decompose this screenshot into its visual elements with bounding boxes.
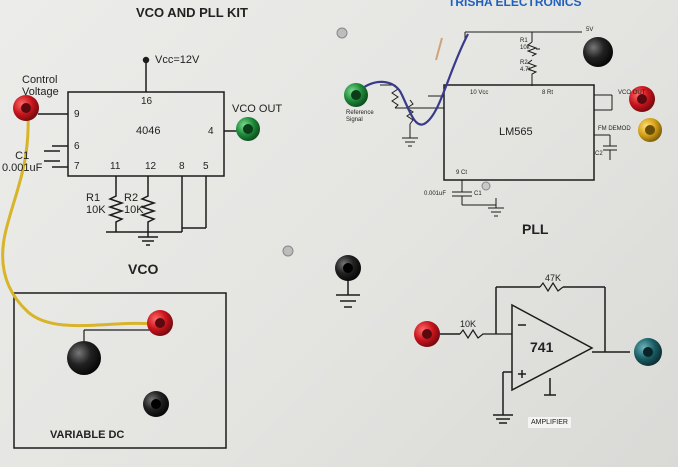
pll-vco-out-terminal[interactable]	[629, 86, 655, 112]
amplifier-output-terminal[interactable]	[634, 338, 662, 366]
r1-label: R1 10K	[86, 192, 106, 216]
pll-ct-pin-label: 9 Ct	[456, 170, 468, 176]
reference-signal-terminal[interactable]	[344, 83, 368, 107]
ic-lm565-body	[443, 84, 595, 181]
amplifier-label: AMPLIFIER	[528, 417, 571, 428]
pin-12: 12	[145, 161, 157, 172]
c1-label: C1 0.001uF	[2, 150, 43, 174]
ground-symbol	[336, 280, 360, 308]
pin-9: 9	[74, 109, 80, 120]
ic-4046-label: 4046	[136, 125, 161, 137]
ground-terminal[interactable]	[335, 255, 361, 281]
screw	[481, 181, 491, 191]
pin-4: 4	[208, 126, 214, 137]
pll-title: PLL	[522, 221, 549, 237]
vco-out-terminal[interactable]	[236, 117, 260, 141]
pll-c2-label: C2	[595, 151, 603, 157]
vco-title: VCO	[128, 261, 159, 277]
pll-c1-label: C1	[474, 191, 482, 197]
variable-dc-label: VARIABLE DC	[50, 429, 125, 441]
pll-supply-label: 5V	[586, 27, 594, 33]
pll-rt-pin-label: 8 Rt	[542, 90, 554, 96]
control-voltage-label: Control Voltage	[22, 74, 59, 98]
blue-wire	[357, 33, 469, 126]
variable-dc-box	[13, 292, 227, 449]
kit-title: VCO AND PLL KIT	[136, 5, 248, 20]
pin-7: 7	[74, 161, 80, 172]
pll-r2-label: R2 4.7k	[520, 60, 532, 73]
screw	[282, 245, 294, 257]
amplifier-section	[440, 281, 630, 424]
opamp-741-label: 741	[530, 339, 554, 355]
variable-dc-knob[interactable]	[67, 341, 101, 375]
amplifier-input-terminal[interactable]	[414, 321, 440, 347]
screw	[336, 27, 348, 39]
pll-vcc-pin-label: 10 Vcc	[470, 90, 489, 96]
pll-cap-value: 0.001uF	[424, 191, 447, 197]
variable-dc-output-terminal[interactable]	[147, 310, 173, 336]
reference-signal-label: Reference Signal	[346, 110, 374, 123]
yellow-wire	[1, 111, 156, 328]
fm-demod-label: FM DEMOD	[598, 126, 631, 132]
pin-5: 5	[203, 161, 209, 172]
r2-label: R2 10K	[124, 192, 144, 216]
pin-8: 8	[179, 161, 185, 172]
vcc-label: Vcc=12V	[155, 54, 200, 66]
brand-label: TRISHA ELECTRONICS	[448, 0, 582, 9]
op-amp-741	[511, 303, 594, 392]
component-lead	[435, 37, 443, 61]
pin-6: 6	[74, 141, 80, 152]
input-resistor-label: 10K	[460, 319, 477, 329]
vco-section	[38, 56, 238, 246]
fm-demod-terminal[interactable]	[638, 118, 662, 142]
pin-11: 11	[110, 161, 121, 172]
pll-vco-out-label: VCO OUT	[618, 90, 646, 96]
vco-out-label: VCO OUT	[232, 103, 283, 115]
pll-section	[380, 31, 617, 217]
control-voltage-terminal[interactable]	[13, 95, 39, 121]
feedback-resistor-label: 47K	[545, 273, 562, 283]
lm565-label: LM565	[499, 126, 533, 138]
pll-r1-label: R1 10k	[520, 38, 530, 51]
variable-dc-ground-terminal[interactable]	[143, 391, 169, 417]
supply-knob[interactable]	[583, 37, 613, 67]
pin-16: 16	[141, 96, 153, 107]
